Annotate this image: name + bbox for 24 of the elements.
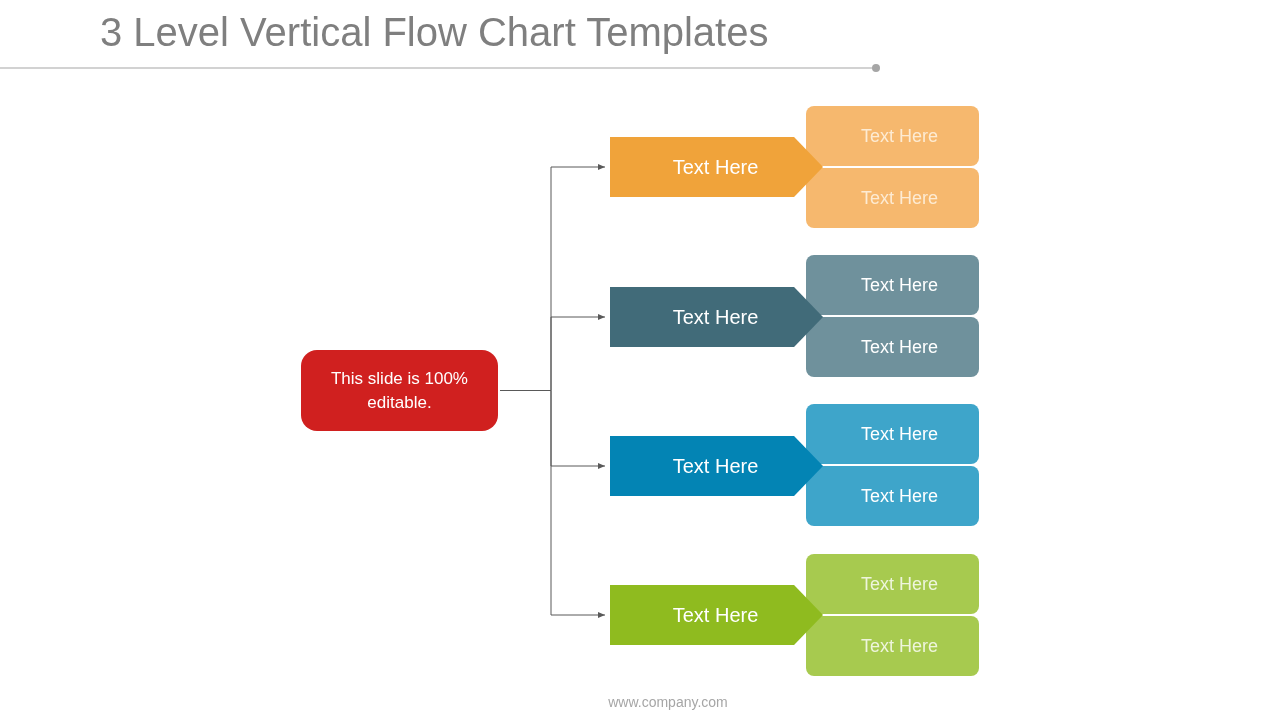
node-text: Text Here — [861, 274, 938, 296]
rounded-box — [806, 168, 979, 228]
rounded-box — [806, 554, 979, 614]
rounded-box — [806, 616, 979, 676]
rounded-box — [806, 404, 979, 464]
node-text: Text Here — [672, 454, 759, 478]
footer-text: www.company.com — [607, 693, 729, 712]
node-text: Text Here — [672, 603, 759, 627]
node-text: Text Here — [861, 635, 938, 657]
node-text: Text Here — [861, 336, 938, 358]
node-text: Text Here — [861, 485, 938, 507]
rounded-box — [806, 466, 979, 526]
node-text: Text Here — [861, 125, 938, 147]
rounded-box — [806, 255, 979, 315]
node-text: Text Here — [672, 305, 759, 329]
node-text: Text Here — [861, 423, 938, 445]
node-text: Text Here — [861, 573, 938, 595]
start-box — [301, 350, 498, 431]
rounded-box — [806, 317, 979, 377]
rounded-box — [806, 106, 979, 166]
slide-title: 3 Level Vertical Flow Chart Templates — [100, 9, 769, 56]
node-text: This slide is 100% editable. — [330, 367, 469, 414]
node-text: Text Here — [861, 187, 938, 209]
node-text: Text Here — [672, 155, 759, 179]
